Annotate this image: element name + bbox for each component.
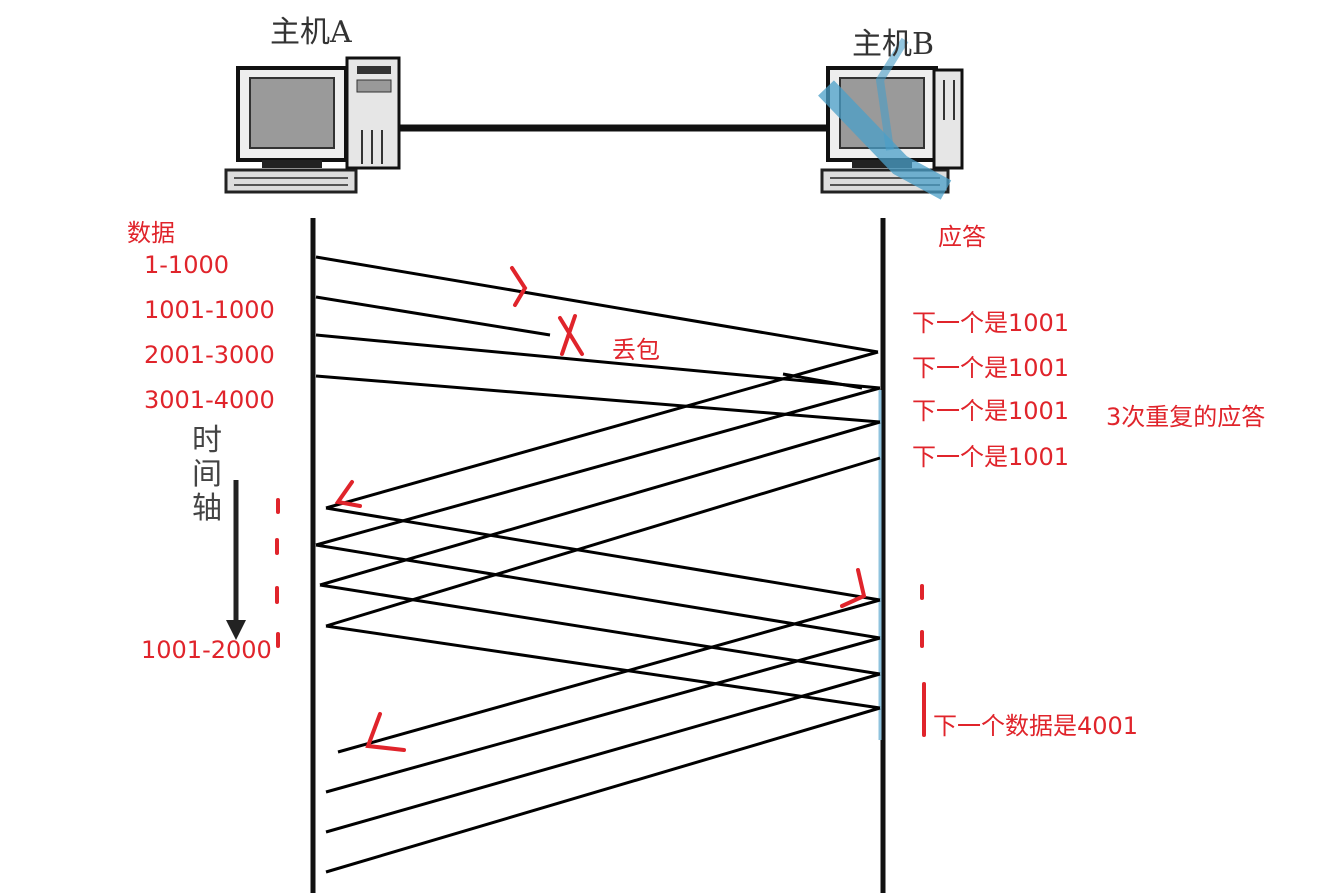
time-axis-char-1: 时 [192, 423, 222, 458]
final-acks [325, 598, 881, 874]
final-ack-label: 下一个数据是4001 [933, 712, 1139, 740]
duplicate-ack-label: 3次重复的应答 [1106, 403, 1266, 431]
time-axis-char-3: 轴 [192, 491, 222, 526]
retransmit-label: 1001-2000 [141, 636, 272, 664]
ack-label-3: 下一个是1001 [912, 397, 1070, 425]
ack-heading: 应答 [938, 223, 986, 251]
time-axis-arrow [226, 480, 246, 640]
host-a-computer-icon [224, 56, 401, 194]
host-b-title: 主机B [852, 27, 935, 62]
red-annotation-marks [275, 266, 926, 752]
arrow-mark-1 [510, 266, 528, 307]
arrow-mark-3 [840, 568, 867, 608]
segment-label-1: 1-1000 [144, 251, 230, 279]
segment-label-3: 2001-3000 [144, 341, 275, 369]
host-b-computer-icon [818, 37, 964, 200]
data-heading: 数据 [127, 219, 175, 247]
ack-label-4: 下一个是1001 [912, 443, 1070, 471]
arrow-mark-4 [365, 712, 406, 752]
time-axis-char-2: 间 [192, 457, 222, 492]
ack-label-1: 下一个是1001 [912, 309, 1070, 337]
data-segments [315, 255, 881, 424]
second-round-segments [315, 506, 881, 710]
loss-x-mark [558, 314, 584, 356]
ack-label-2: 下一个是1001 [912, 354, 1070, 382]
segment-label-2: 1001-1000 [144, 296, 275, 324]
host-a-title: 主机A [270, 15, 352, 50]
packet-loss-label: 丢包 [612, 336, 660, 364]
time-axis-label: 时 间 轴 [190, 424, 224, 526]
duplicate-acks [315, 350, 881, 628]
arrow-mark-2 [334, 480, 362, 508]
segment-label-4: 3001-4000 [144, 386, 275, 414]
